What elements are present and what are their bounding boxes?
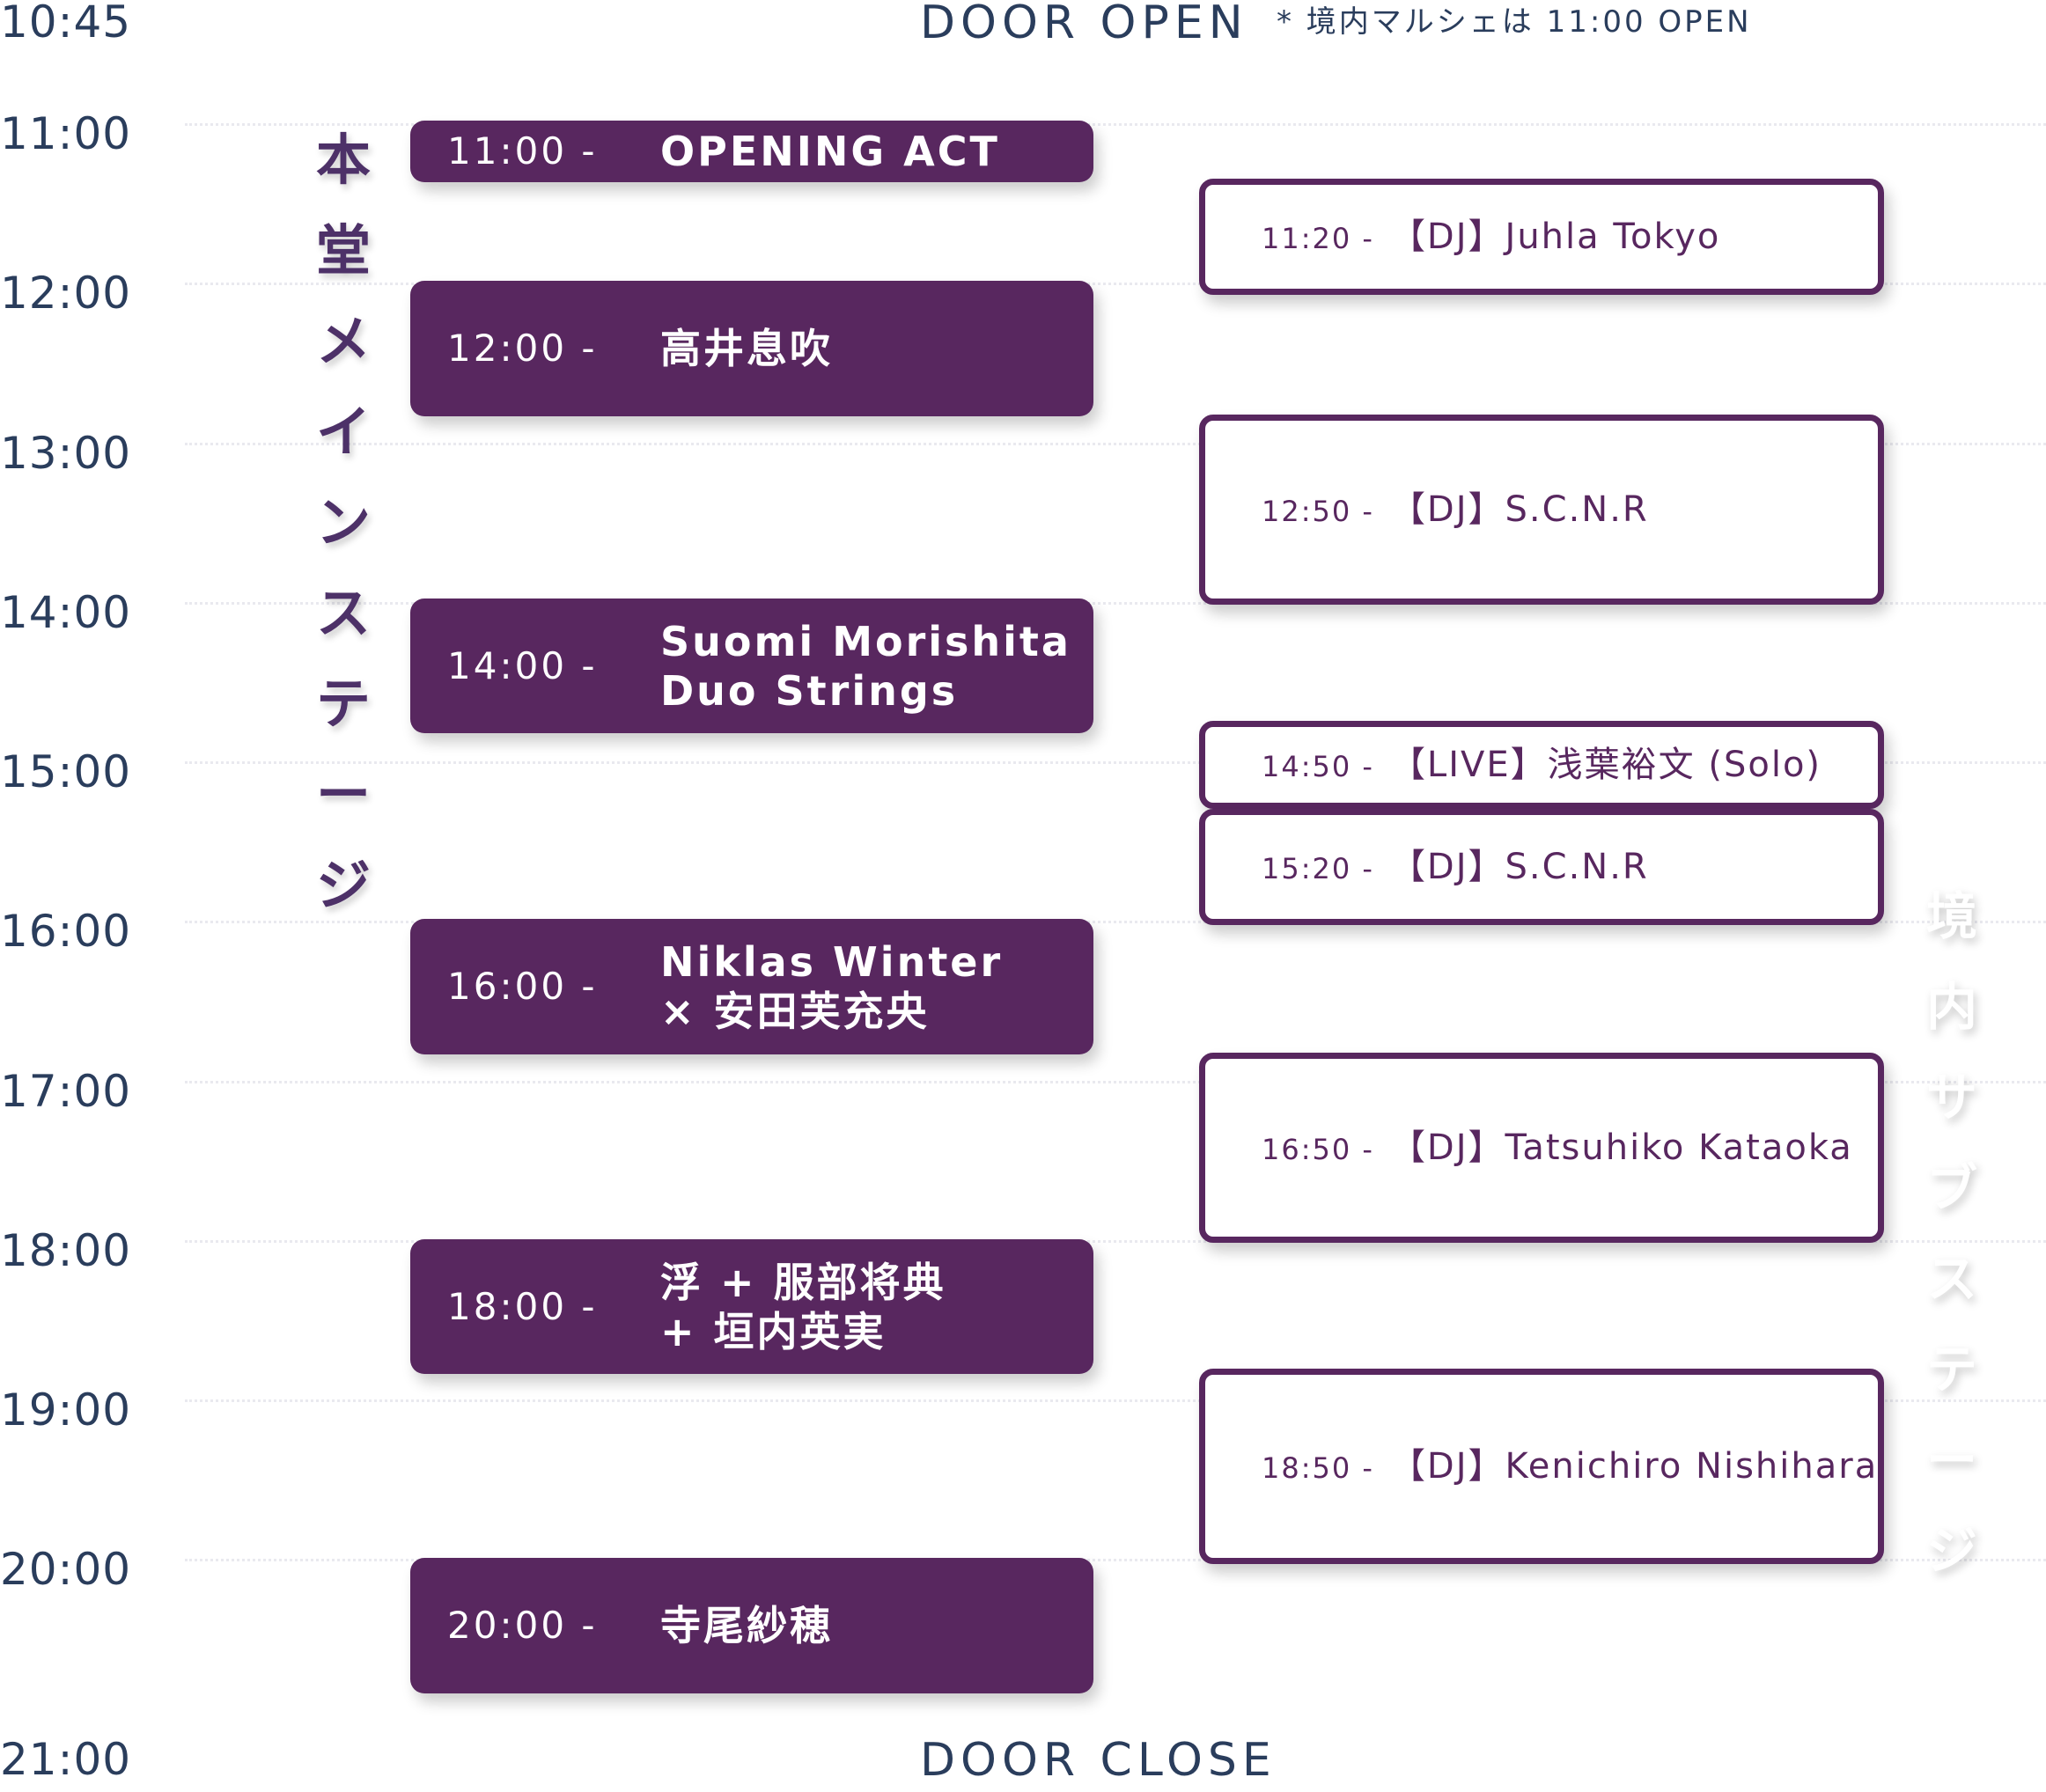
- door-close-label: DOOR CLOSE: [920, 1734, 1277, 1787]
- event-name: 【DJ】S.C.N.R: [1389, 847, 1649, 887]
- event-name: 浮 + 服部将典 + 垣内英実: [660, 1258, 946, 1356]
- stage-label-char: テ: [315, 672, 371, 736]
- event-time: 18:50 -: [1262, 1451, 1374, 1485]
- time-label: 18:00: [0, 1225, 132, 1276]
- event-name-line: + 垣内英実: [660, 1307, 887, 1355]
- event-name: 寺尾紗穂: [660, 1601, 833, 1650]
- event-name-line: × 安田芙充央: [660, 988, 930, 1035]
- sub-stage-event[interactable]: 16:50 - 【DJ】Tatsuhiko Kataoka: [1199, 1053, 1884, 1243]
- hour-gridline: [185, 921, 2046, 923]
- stage-label-char: ス: [315, 581, 371, 645]
- event-name-line: Duo Strings: [660, 666, 959, 715]
- time-label: 16:00: [0, 906, 132, 957]
- sub-stage-event[interactable]: 14:50 - 【LIVE】浅葉裕文 (Solo): [1199, 721, 1884, 809]
- time-label: 13:00: [0, 428, 132, 479]
- event-name: Suomi Morishita Duo Strings: [660, 617, 1071, 716]
- event-name-line: Niklas Winter: [660, 938, 1004, 986]
- main-stage-event[interactable]: 12:00 - 高井息吹: [410, 281, 1093, 416]
- event-name: 【LIVE】浅葉裕文 (Solo): [1389, 745, 1822, 785]
- main-stage-event[interactable]: 18:00 - 浮 + 服部将典 + 垣内英実: [410, 1239, 1093, 1374]
- event-name-line: Suomi Morishita: [660, 617, 1071, 665]
- event-time: 20:00 -: [447, 1604, 598, 1647]
- hour-gridline: [185, 1559, 2046, 1561]
- time-label: 21:00: [0, 1734, 132, 1785]
- stage-label-char: 本: [315, 128, 371, 192]
- main-stage-event[interactable]: 20:00 - 寺尾紗穂: [410, 1558, 1093, 1693]
- event-name: Niklas Winter × 安田芙充央: [660, 937, 1003, 1036]
- stage-label-char: ジ: [315, 853, 371, 917]
- time-label: 15:00: [0, 746, 132, 797]
- event-time: 18:00 -: [447, 1284, 598, 1328]
- event-time: 12:50 -: [1262, 495, 1374, 528]
- stage-label-char: ス: [1925, 1249, 1977, 1309]
- main-stage-label: 本 堂 メ イ ン ス テ ー ジ: [313, 114, 374, 930]
- event-time: 14:00 -: [447, 643, 598, 687]
- stage-label-char: ブ: [1925, 1158, 1977, 1218]
- hour-gridline: [185, 443, 2046, 445]
- event-time: 12:00 -: [447, 327, 598, 370]
- stage-label-char: ー: [315, 762, 371, 826]
- event-name: 【DJ】S.C.N.R: [1389, 489, 1649, 530]
- time-label: 17:00: [0, 1066, 132, 1117]
- stage-label-char: 内: [1925, 977, 1977, 1037]
- stage-label-char: メ: [315, 309, 371, 373]
- event-time: 16:50 -: [1262, 1133, 1374, 1166]
- stage-label-char: テ: [1925, 1340, 1977, 1399]
- event-time: 14:50 -: [1262, 750, 1374, 783]
- event-name-line: 寺尾紗穂: [660, 1602, 833, 1649]
- sub-stage-event[interactable]: 12:50 - 【DJ】S.C.N.R: [1199, 415, 1884, 605]
- stage-label-char: サ: [1925, 1068, 1977, 1127]
- hour-gridline: [185, 283, 2046, 285]
- door-open-label: DOOR OPEN: [920, 0, 1248, 49]
- event-name: 【DJ】Juhla Tokyo: [1389, 217, 1721, 257]
- sub-stage-label: 境 内 サ ブ ス テ ー ジ: [1921, 871, 1983, 1597]
- time-label: 11:00: [0, 108, 132, 159]
- door-open-note: * 境内マルシェは 11:00 OPEN: [1277, 4, 1752, 40]
- event-name-line: 浮 + 服部将典: [660, 1258, 946, 1306]
- hour-gridline: [185, 761, 2046, 764]
- time-label: 14:00: [0, 587, 132, 638]
- hour-gridline: [185, 1399, 2046, 1402]
- time-label: 10:45: [0, 0, 132, 48]
- hour-gridline: [185, 1240, 2046, 1243]
- hour-gridline: [185, 1081, 2046, 1083]
- main-stage-event[interactable]: 11:00 - OPENING ACT: [410, 121, 1093, 182]
- sub-stage-event[interactable]: 18:50 - 【DJ】Kenichiro Nishihara: [1199, 1369, 1884, 1564]
- main-stage-event[interactable]: 16:00 - Niklas Winter × 安田芙充央: [410, 919, 1093, 1054]
- event-name-line: OPENING ACT: [660, 128, 1000, 175]
- event-name: 【DJ】Kenichiro Nishihara: [1389, 1446, 1879, 1487]
- event-time: 15:20 -: [1262, 852, 1374, 885]
- event-time: 16:00 -: [447, 965, 598, 1008]
- time-label: 12:00: [0, 268, 132, 319]
- event-name: OPENING ACT: [660, 127, 1000, 176]
- main-stage-event[interactable]: 14:00 - Suomi Morishita Duo Strings: [410, 599, 1093, 733]
- hour-gridline: [185, 123, 2046, 126]
- stage-label-char: ン: [315, 490, 371, 554]
- stage-label-char: 堂: [315, 218, 371, 283]
- event-time: 11:20 -: [1262, 222, 1374, 255]
- event-name: 【DJ】Tatsuhiko Kataoka: [1389, 1127, 1853, 1168]
- sub-stage-event[interactable]: 15:20 - 【DJ】S.C.N.R: [1199, 809, 1884, 925]
- stage-label-char: イ: [315, 400, 371, 464]
- event-name: 高井息吹: [660, 324, 833, 373]
- stage-label-char: ジ: [1925, 1521, 1977, 1581]
- stage-label-char: 境: [1925, 886, 1977, 946]
- hour-gridline: [185, 602, 2046, 605]
- sub-stage-event[interactable]: 11:20 - 【DJ】Juhla Tokyo: [1199, 179, 1884, 295]
- stage-label-char: ー: [1925, 1430, 1977, 1490]
- time-label: 20:00: [0, 1544, 132, 1595]
- event-time: 11:00 -: [447, 129, 598, 173]
- time-label: 19:00: [0, 1384, 132, 1436]
- event-name-line: 高井息吹: [660, 325, 833, 372]
